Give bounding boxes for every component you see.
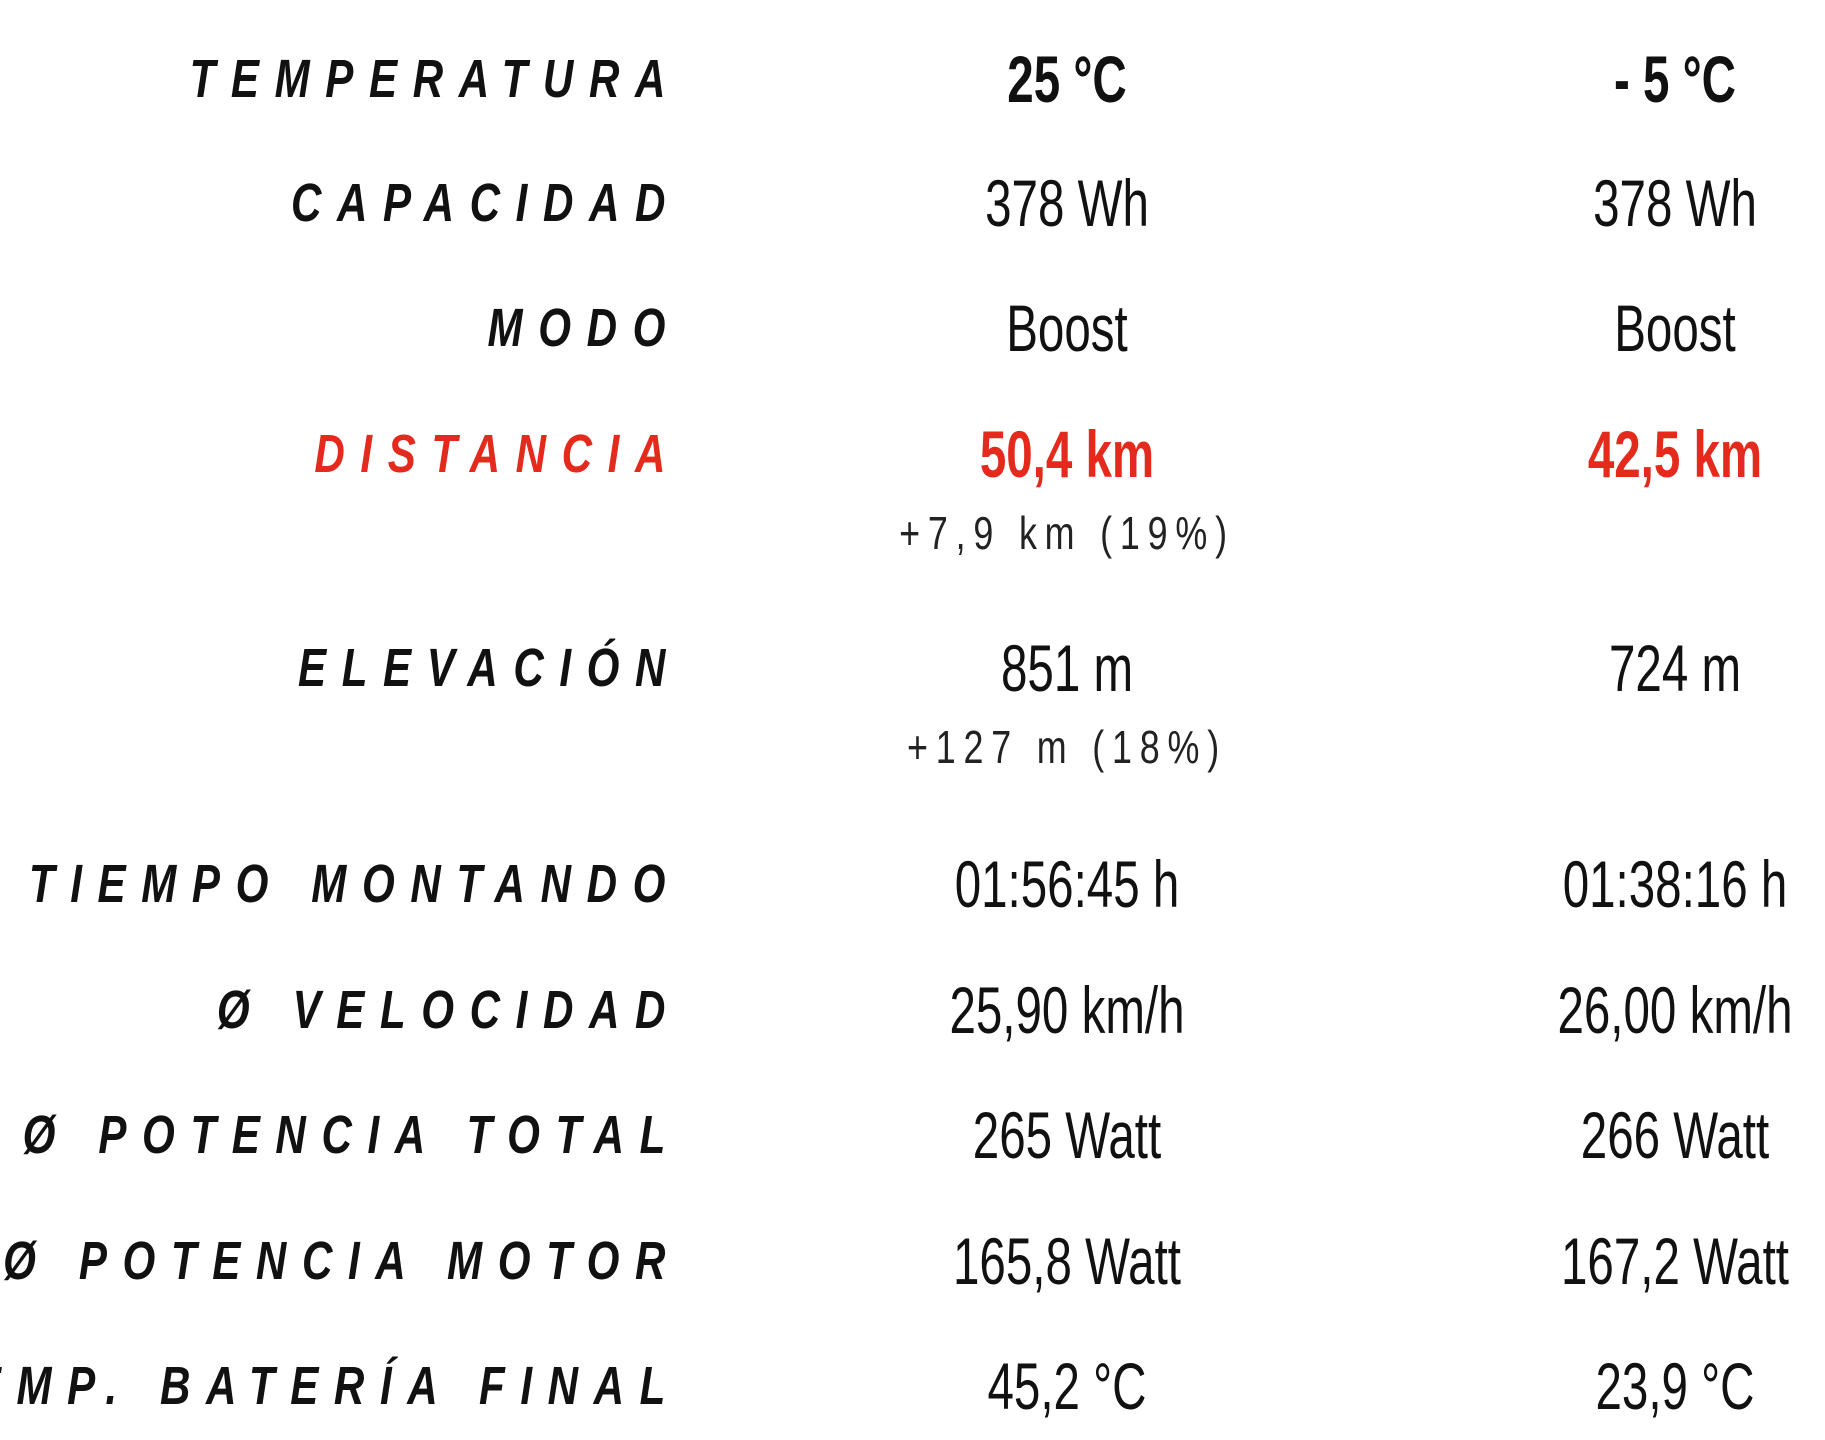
value-minus5c: 167,2 Watt bbox=[1560, 1224, 1790, 1298]
value-minus5c: 42,5 km bbox=[1587, 417, 1763, 491]
value-25c: 165,8 Watt bbox=[952, 1224, 1182, 1298]
row-label: TIEMPO MONTANDO bbox=[28, 854, 681, 914]
row-label: TEMPERATURA bbox=[189, 49, 681, 109]
value-minus5c: 23,9 °C bbox=[1595, 1349, 1755, 1423]
value-minus5c: Boost bbox=[1614, 291, 1736, 365]
value-minus5c: 378 Wh bbox=[1593, 166, 1757, 240]
value-25c: 45,2 °C bbox=[987, 1349, 1147, 1423]
row-label: ELEVACIÓN bbox=[297, 638, 681, 698]
value-25c: 265 Watt bbox=[972, 1098, 1162, 1172]
value-minus5c: 266 Watt bbox=[1580, 1098, 1770, 1172]
value-25c: 01:56:45 h bbox=[954, 847, 1180, 921]
value-25c: 851 m bbox=[1000, 631, 1134, 705]
row-label: DISTANCIA bbox=[314, 424, 681, 484]
value-25c: 25 °C bbox=[1007, 42, 1127, 116]
value-minus5c: 26,00 km/h bbox=[1557, 973, 1793, 1047]
value-25c: 25,90 km/h bbox=[949, 973, 1185, 1047]
row-label: Ø POTENCIA MOTOR bbox=[3, 1231, 681, 1291]
difference-note: +127 m (18%) bbox=[907, 721, 1227, 773]
value-minus5c: 01:38:16 h bbox=[1562, 847, 1788, 921]
difference-note: +7,9 km (19%) bbox=[899, 507, 1235, 559]
row-label: Ø POTENCIA TOTAL bbox=[22, 1105, 681, 1165]
row-label: MODO bbox=[487, 298, 681, 358]
value-25c: 50,4 km bbox=[979, 417, 1155, 491]
value-25c: Boost bbox=[1006, 291, 1128, 365]
row-label: CAPACIDAD bbox=[291, 173, 681, 233]
row-label: TEMP. BATERÍA FINAL bbox=[0, 1356, 681, 1416]
row-label: Ø VELOCIDAD bbox=[216, 980, 681, 1040]
value-minus5c: 724 m bbox=[1608, 631, 1742, 705]
value-25c: 378 Wh bbox=[985, 166, 1149, 240]
value-minus5c: - 5 °C bbox=[1614, 42, 1736, 116]
